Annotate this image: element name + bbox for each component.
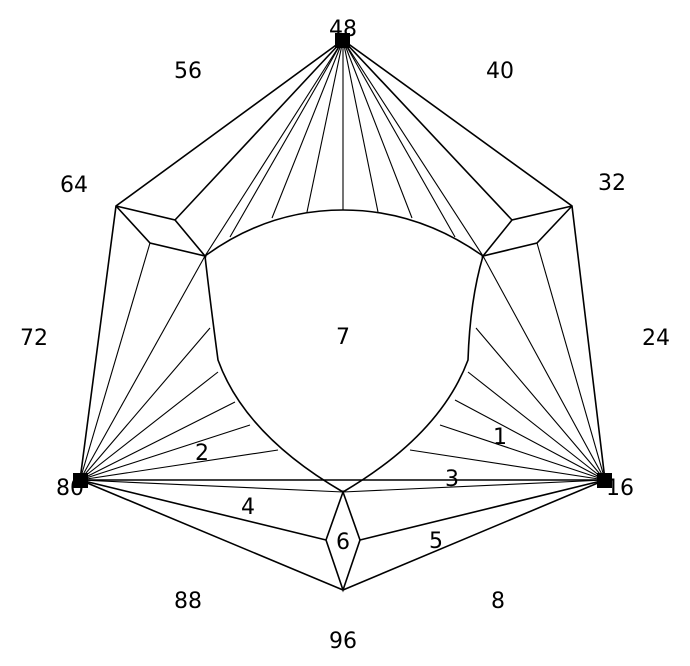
index-label-40: 40: [486, 59, 514, 84]
index-label-56: 56: [174, 59, 202, 84]
rays-from-top-vertex: [204, 39, 484, 257]
facet-label-2: 2: [195, 441, 209, 466]
kite-facet-upper-right: [480, 205, 573, 258]
kite-edge: [342, 39, 513, 221]
pavilion-edge: [359, 479, 606, 541]
facet-label-1: 1: [493, 425, 507, 450]
vertex-marker-left: [73, 473, 88, 488]
diamond-facet-bottom: [325, 489, 361, 593]
facet-label-4: 4: [241, 495, 255, 520]
index-label-24: 24: [642, 326, 670, 351]
rays-from-right-vertex: [342, 242, 606, 493]
kite-facet-upper-left: [115, 205, 208, 258]
index-label-32: 32: [598, 171, 626, 196]
facet-label-3: 3: [445, 467, 459, 492]
index-label-88: 88: [174, 589, 202, 614]
index-label-96: 96: [329, 629, 357, 654]
index-label-16: 16: [606, 476, 634, 501]
index-label-8: 8: [491, 589, 505, 614]
rays-from-left-vertex: [79, 242, 344, 493]
pavilion-edge: [79, 479, 327, 541]
vertex-marker-top: [335, 33, 350, 48]
table-facet: [204, 209, 484, 493]
facet-label-5: 5: [429, 529, 443, 554]
vertex-marker-right: [597, 473, 612, 488]
index-label-72: 72: [20, 326, 48, 351]
facet-label-6: 6: [336, 530, 350, 555]
index-label-48: 48: [329, 17, 357, 42]
facet-label-7: 7: [336, 325, 350, 350]
index-label-64: 64: [60, 173, 88, 198]
kite-edge: [174, 39, 344, 221]
index-label-80: 80: [56, 476, 84, 501]
